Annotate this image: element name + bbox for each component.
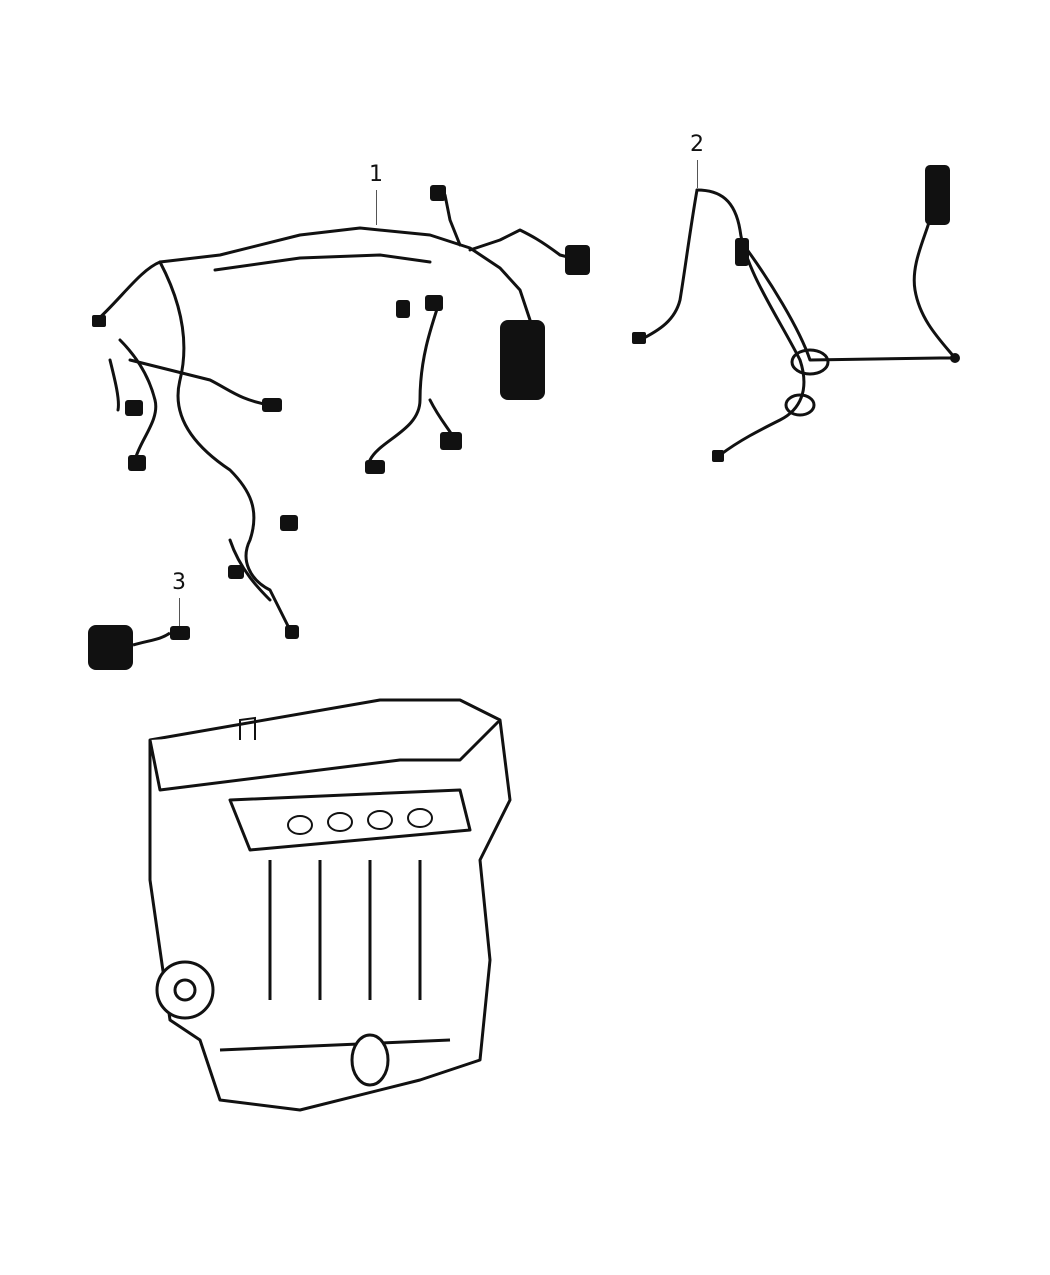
callout-3: 3 bbox=[172, 570, 186, 595]
callout-2: 2 bbox=[690, 132, 704, 157]
leader-line-2 bbox=[697, 160, 698, 188]
callout-1: 1 bbox=[369, 162, 383, 187]
leader-line-3 bbox=[179, 598, 180, 626]
leader-line-1 bbox=[376, 190, 377, 225]
